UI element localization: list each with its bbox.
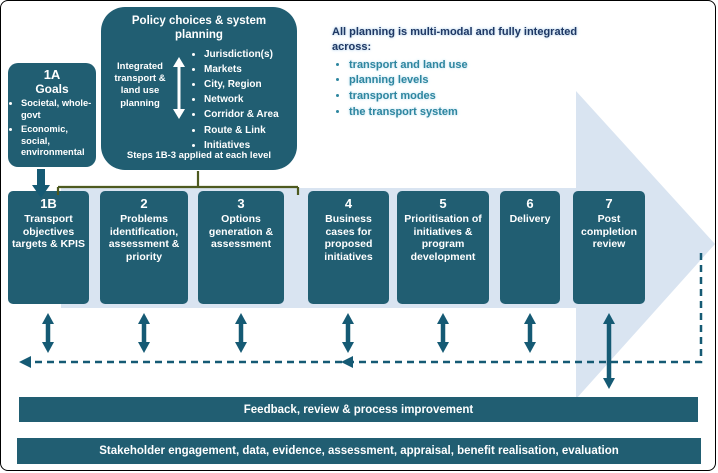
steps-bracket-line bbox=[56, 171, 300, 195]
step-label: Prioritisation of initiatives & program … bbox=[404, 213, 482, 263]
step-number: 2 bbox=[140, 196, 148, 211]
policy-bullet-list: Jurisdiction(s) Markets City, Region Net… bbox=[190, 47, 291, 153]
step-label: Transport objectives targets & KPIS bbox=[12, 213, 85, 251]
policy-bullet: Corridor & Area bbox=[204, 107, 291, 122]
step-box-4: 4 Business cases for proposed initiative… bbox=[308, 191, 389, 304]
vertical-double-arrow-icon bbox=[173, 56, 185, 119]
note-bullet: the transport system bbox=[349, 105, 597, 121]
feedback-double-arrow bbox=[342, 313, 354, 353]
step-label: Problems identification, assessment & pr… bbox=[108, 213, 180, 263]
policy-bullet: Jurisdiction(s) bbox=[204, 47, 291, 62]
step-box-6: 6 Delivery bbox=[500, 191, 560, 304]
goals-bullet: Societal, whole-govt bbox=[21, 98, 96, 121]
step-box-7: 7 Post completion review bbox=[573, 191, 645, 304]
stakeholder-bar: Stakeholder engagement, data, evidence, … bbox=[17, 438, 701, 464]
feedback-double-arrow bbox=[138, 313, 150, 353]
step-box-3: 3 Options generation & assessment bbox=[198, 191, 284, 304]
feedback-dashed-path bbox=[19, 253, 703, 368]
step-label: Business cases for proposed initiatives bbox=[324, 213, 373, 263]
policy-content: Integrated transport & land use planning… bbox=[101, 43, 297, 153]
feedback-double-arrow bbox=[437, 313, 449, 353]
goals-bullet: Economic, social, environmental bbox=[21, 124, 96, 159]
policy-bullet: Route & Link bbox=[204, 123, 291, 138]
goals-number: 1A bbox=[43, 67, 61, 82]
policy-bullet: Initiatives bbox=[204, 138, 291, 153]
policy-footer: Steps 1B-3 applied at each level bbox=[126, 150, 272, 161]
step-number: 7 bbox=[605, 196, 613, 211]
step-box-2: 2 Problems identification, assessment & … bbox=[100, 191, 188, 304]
note-bullet: planning levels bbox=[349, 73, 597, 89]
step-box-1b: 1B Transport objectives targets & KPIS bbox=[8, 191, 89, 304]
feedback-double-arrow bbox=[524, 313, 536, 353]
step-number: 1B bbox=[40, 196, 57, 211]
policy-side-label: Integrated transport & land use planning bbox=[114, 60, 166, 109]
step-number: 4 bbox=[344, 196, 353, 211]
policy-title: Policy choices & system planning bbox=[131, 15, 267, 41]
goals-bullet-list: Societal, whole-govt Economic, social, e… bbox=[8, 98, 96, 159]
goals-box: 1A Goals Societal, whole-govt Economic, … bbox=[8, 63, 96, 167]
feedback-double-arrow bbox=[42, 313, 54, 353]
policy-planning-box: Policy choices & system planning Integra… bbox=[101, 7, 297, 170]
step-box-5: 5 Prioritisation of initiatives & progra… bbox=[397, 191, 489, 304]
policy-bullet: Markets bbox=[204, 62, 291, 77]
note-bullet: transport modes bbox=[349, 89, 597, 105]
feedback-double-arrow bbox=[603, 313, 615, 389]
note-bullet-list: transport and land use planning levels t… bbox=[332, 58, 597, 120]
goals-to-1b-arrow bbox=[32, 169, 50, 198]
note-intro: All planning is multi-modal and fully in… bbox=[332, 26, 578, 54]
feedback-double-arrow bbox=[235, 313, 247, 353]
planning-note: All planning is multi-modal and fully in… bbox=[332, 25, 597, 120]
step-number: 5 bbox=[439, 196, 447, 211]
step-number: 3 bbox=[237, 196, 245, 211]
goals-title: Goals bbox=[35, 82, 69, 96]
step-number: 6 bbox=[526, 196, 534, 211]
policy-bullet: City, Region bbox=[204, 77, 291, 92]
step-label: Delivery bbox=[509, 213, 551, 225]
step-label: Options generation & assessment bbox=[208, 213, 274, 251]
policy-bullet: Network bbox=[204, 92, 291, 107]
step-label: Post completion review bbox=[580, 213, 637, 251]
note-bullet: transport and land use bbox=[349, 58, 597, 74]
feedback-bar: Feedback, review & process improvement bbox=[19, 397, 698, 422]
